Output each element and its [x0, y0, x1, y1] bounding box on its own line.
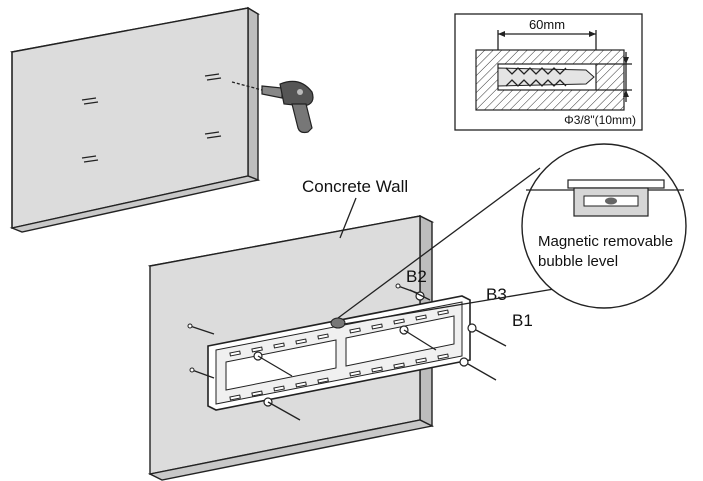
- top-wall-holes: [81, 73, 222, 163]
- callout-text-line2: bubble level: [538, 253, 618, 270]
- lag-bolt-icon: [459, 357, 497, 381]
- diameter-label: Φ3/8"(10mm): [564, 113, 636, 127]
- anchors-left: [187, 283, 421, 379]
- washer-icon: [459, 357, 469, 367]
- wall-anchor-icon: [187, 323, 215, 335]
- concrete-wall-leader: [339, 197, 357, 239]
- top-wall-block: [9, 6, 261, 233]
- hole-mark: [204, 73, 222, 81]
- bubble-level-icon: [330, 317, 346, 329]
- level-callout: [337, 143, 687, 325]
- bolt-label-b1: B1: [512, 311, 533, 330]
- wall-anchor-icon: [189, 367, 215, 379]
- concrete-wall-label: Concrete Wall: [302, 177, 408, 196]
- bolt-label-b3: B3: [486, 285, 507, 304]
- bubble-level-icon: [567, 179, 665, 217]
- bolt-label-b2: B2: [406, 267, 427, 286]
- hole-mark: [81, 155, 99, 163]
- washer-icon: [467, 323, 477, 333]
- hole-mark: [81, 97, 99, 105]
- depth-detail-box: [454, 13, 643, 131]
- lag-bolt-icon: [467, 323, 507, 347]
- lag-bolt-icon: [409, 289, 431, 301]
- depth-label: 60mm: [529, 17, 565, 32]
- lag-bolt-icon: [263, 397, 301, 421]
- lag-bolt-icon: [253, 351, 293, 377]
- bolts: [253, 289, 507, 421]
- hole-mark: [204, 131, 222, 139]
- lag-bolt-icon: [399, 325, 437, 351]
- power-drill-icon: [231, 80, 314, 134]
- callout-text-line1: Magnetic removable: [538, 233, 673, 250]
